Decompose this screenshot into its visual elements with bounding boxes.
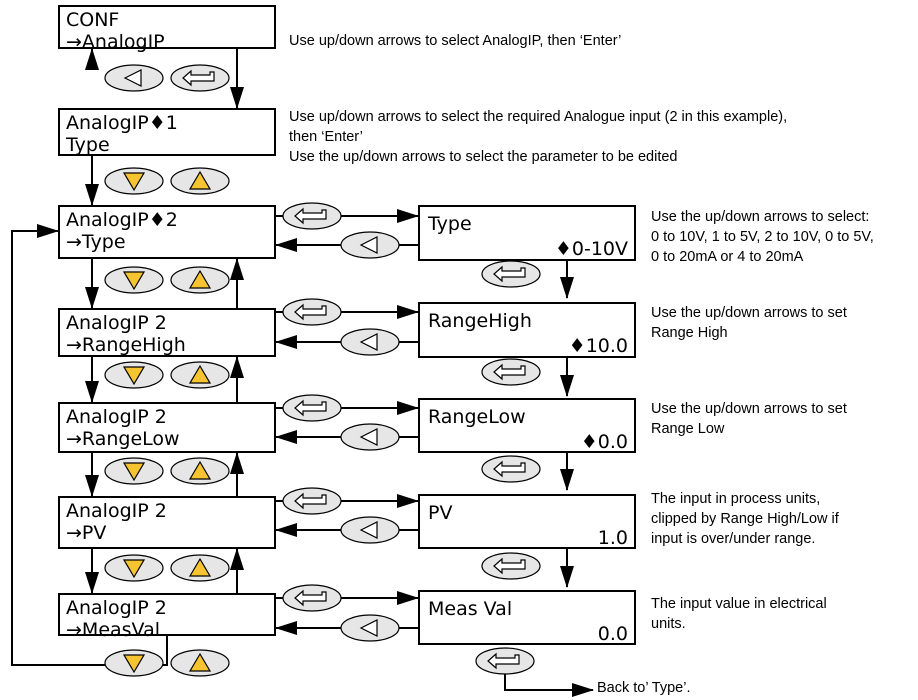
note-meas-val: The input value in electrical units. <box>651 594 827 634</box>
back-to-type-label: Back to’ Type’. <box>597 680 691 696</box>
screen-analogip-type: AnalogIP♦2 →Type <box>58 205 276 259</box>
note-line: 0 to 20mA or 4 to 20mA <box>651 249 804 265</box>
screen-analogip-pv: AnalogIP 2 →PV <box>58 496 276 549</box>
up-key-icon <box>170 167 230 195</box>
screen-line-2: →RangeHigh <box>66 334 186 356</box>
param-value: 1.0 <box>597 527 628 549</box>
screen-line-2: →AnalogIP <box>66 31 165 53</box>
enter-key-icon <box>282 202 342 230</box>
note-line: Use the up/down arrows to select the par… <box>289 149 678 165</box>
back-key-icon <box>340 423 400 451</box>
down-key-icon <box>104 167 164 195</box>
param-screen-type: Type ♦0-10V <box>418 205 636 261</box>
down-key-icon <box>104 266 164 294</box>
back-key-icon <box>340 614 400 642</box>
screen-line-1: AnalogIP♦2 <box>66 209 178 231</box>
back-key-icon <box>340 328 400 356</box>
note-line: input is over/under range. <box>651 531 816 547</box>
back-key-icon <box>340 231 400 259</box>
param-title: PV <box>428 502 453 524</box>
enter-key-icon <box>170 64 230 92</box>
param-screen-measval: Meas Val 0.0 <box>418 590 636 645</box>
param-value: ♦0.0 <box>580 431 628 453</box>
screen-analogip-select: AnalogIP♦1 Type <box>58 108 276 156</box>
param-value: ♦0-10V <box>554 238 628 260</box>
screen-line-1: AnalogIP 2 <box>66 312 167 334</box>
screen-line-2: →RangeLow <box>66 428 180 450</box>
note-line: Use the up/down arrows to set <box>651 401 847 417</box>
down-key-icon <box>104 649 164 677</box>
param-title: Type <box>428 213 472 235</box>
up-key-icon <box>170 361 230 389</box>
enter-key-icon <box>282 487 342 515</box>
note-type: Use the up/down arrows to select: 0 to 1… <box>651 207 874 267</box>
screen-analogip-rangehigh: AnalogIP 2 →RangeHigh <box>58 308 276 357</box>
enter-key-icon <box>481 260 541 288</box>
enter-key-icon <box>282 584 342 612</box>
note-range-high: Use the up/down arrows to set Range High <box>651 303 847 343</box>
screen-analogip-rangelow: AnalogIP 2 →RangeLow <box>58 402 276 453</box>
screen-line-2: →PV <box>66 522 107 544</box>
down-key-icon <box>104 554 164 582</box>
param-value: 0.0 <box>597 623 628 645</box>
enter-key-icon <box>481 455 541 483</box>
screen-line-2: →Type <box>66 231 126 253</box>
note-conf: Use up/down arrows to select AnalogIP, t… <box>289 31 621 51</box>
screen-line-1: AnalogIP♦1 <box>66 112 178 134</box>
enter-key-icon <box>475 647 535 675</box>
note-select-input: Use up/down arrows to select the require… <box>289 107 787 167</box>
screen-line-2: Type <box>66 134 110 156</box>
note-line: The input value in electrical <box>651 596 827 612</box>
screen-line-1: AnalogIP 2 <box>66 597 167 619</box>
note-line: Use up/down arrows to select AnalogIP, t… <box>289 33 622 49</box>
back-key-icon <box>104 64 164 92</box>
note-pv: The input in process units, clipped by R… <box>651 489 839 549</box>
note-line: then ‘Enter’ <box>289 129 363 145</box>
param-screen-rangelow: RangeLow ♦0.0 <box>418 398 636 453</box>
screen-line-1: AnalogIP 2 <box>66 406 167 428</box>
down-key-icon <box>104 361 164 389</box>
up-key-icon <box>170 266 230 294</box>
back-key-icon <box>340 516 400 544</box>
screen-analogip-measval: AnalogIP 2 →MeasVal <box>58 593 276 641</box>
note-line: Use up/down arrows to select the require… <box>289 109 788 125</box>
note-line: Range Low <box>651 421 725 437</box>
param-screen-pv: PV 1.0 <box>418 494 636 549</box>
param-value: ♦10.0 <box>568 335 628 357</box>
enter-key-icon <box>481 358 541 386</box>
screen-line-2: →MeasVal <box>66 619 160 641</box>
enter-key-icon <box>282 394 342 422</box>
note-line: units. <box>651 616 686 632</box>
up-key-icon <box>170 649 230 677</box>
enter-key-icon <box>282 298 342 326</box>
screen-line-1: CONF <box>66 9 120 31</box>
param-title: RangeHigh <box>428 310 532 332</box>
screen-line-1: AnalogIP 2 <box>66 500 167 522</box>
param-title: RangeLow <box>428 406 526 428</box>
screen-conf: CONF →AnalogIP <box>58 5 276 53</box>
note-line: Use the up/down arrows to set <box>651 305 847 321</box>
note-line: Use the up/down arrows to select: <box>651 209 870 225</box>
note-range-low: Use the up/down arrows to set Range Low <box>651 399 847 439</box>
note-line: 0 to 10V, 1 to 5V, 2 to 10V, 0 to 5V, <box>651 229 874 245</box>
param-title: Meas Val <box>428 598 513 620</box>
note-line: clipped by Range High/Low if <box>651 511 839 527</box>
down-key-icon <box>104 457 164 485</box>
enter-key-icon <box>481 552 541 580</box>
up-key-icon <box>170 457 230 485</box>
note-line: The input in process units, <box>651 491 821 507</box>
note-line: Range High <box>651 325 728 341</box>
up-key-icon <box>170 554 230 582</box>
param-screen-rangehigh: RangeHigh ♦10.0 <box>418 302 636 358</box>
